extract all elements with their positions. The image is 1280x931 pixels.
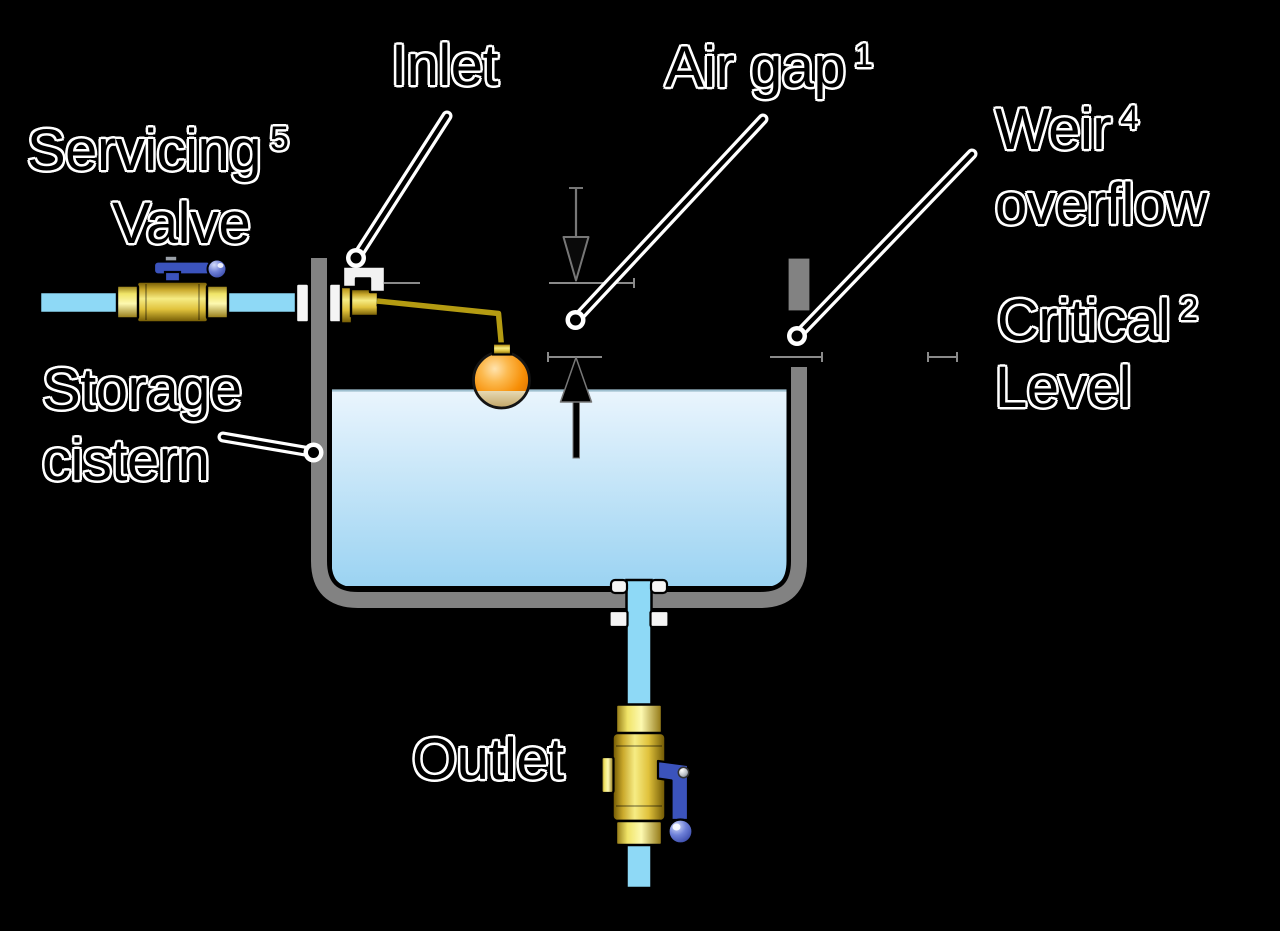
air-gap-leader-line (565, 113, 769, 330)
valve-body (349, 287, 380, 318)
outlet-lip-left (609, 578, 629, 595)
label-overflow-text: overflow (995, 172, 1207, 237)
label-inlet: Inlet (391, 37, 499, 95)
servicing-valve-body (135, 280, 210, 324)
label-outlet-text: Outlet (412, 727, 564, 792)
servicing-valve (115, 255, 230, 324)
label-inlet-text: Inlet (391, 33, 499, 98)
label-air-gap-superscript: 1 (854, 37, 873, 75)
outlet-valve-tab (600, 755, 615, 795)
air-gap-arrow-down (562, 187, 590, 282)
float-valve (294, 265, 513, 356)
label-servicing-text: Servicing (27, 118, 262, 183)
water (332, 389, 789, 586)
float-ball (472, 350, 531, 410)
label-storage-text: Storage (42, 357, 242, 422)
servicing-valve-hex-right (205, 284, 230, 320)
outlet-valve-knob (667, 818, 694, 845)
servicing-valve-knob (206, 258, 228, 280)
label-weir-superscript: 4 (1120, 99, 1139, 137)
outlet-valve-hex-bottom (614, 819, 664, 847)
label-weir-overflow-line2: overflow (995, 176, 1207, 234)
inlet-bracket (341, 265, 387, 294)
label-cistern-text: cistern (42, 428, 210, 493)
label-servicing-superscript: 5 (270, 120, 289, 158)
float-collar (491, 342, 513, 356)
critical-level-line (547, 352, 958, 362)
water-level-arrow-up (559, 356, 593, 459)
outlet-lip-right (649, 578, 669, 595)
outlet-assembly (600, 578, 694, 890)
outlet-nut-left (608, 609, 629, 629)
label-critical-superscript: 2 (1179, 290, 1198, 328)
outlet-valve-hex-top (614, 703, 664, 735)
weir-overflow-leader-line (787, 148, 978, 346)
label-valve-text: Valve (112, 191, 251, 256)
label-storage-cistern-line2: cistern (42, 432, 210, 490)
servicing-valve-handle (152, 260, 213, 276)
label-weir-text: Weir (995, 97, 1112, 162)
backnut-left (294, 282, 311, 324)
label-storage-cistern-line1: Storage (42, 361, 242, 419)
servicing-valve-hex-left (115, 284, 140, 320)
outlet-valve-pivot (677, 766, 690, 779)
weir-overflow-wall-segment (785, 255, 813, 314)
outlet-nut-right (649, 609, 670, 629)
label-critical-level-line2: Level (995, 359, 1132, 417)
float-arm (376, 295, 507, 347)
label-critical-text: Critical (997, 288, 1171, 353)
invert-level-line (384, 278, 635, 288)
storage-cistern-leader-line (217, 431, 324, 463)
cistern-walls (306, 255, 813, 613)
label-level-text: Level (995, 355, 1132, 420)
inlet-leader-line (346, 110, 453, 268)
dimension-marks (384, 187, 958, 459)
label-servicing-valve-line2: Valve (112, 195, 251, 253)
label-outlet: Outlet (412, 731, 564, 789)
label-air-gap-text: Air gap (665, 35, 846, 100)
leader-lines (217, 110, 978, 463)
